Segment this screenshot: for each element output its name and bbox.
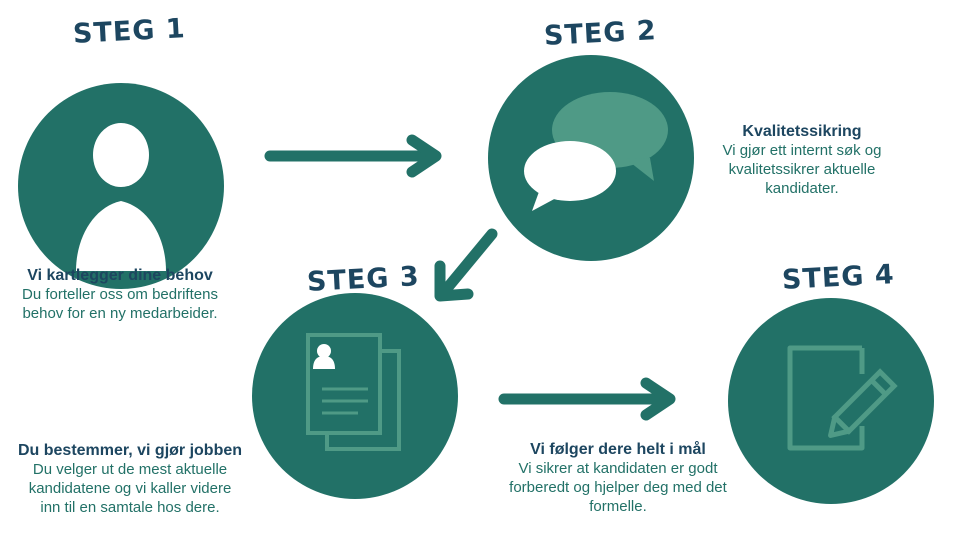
step-4-circle [728,298,934,504]
step-1-circle [18,83,224,289]
step-1-line-2: behov for en ny medarbeider. [22,305,218,322]
step-2-heading: Kvalitetssikring [742,123,862,140]
step-3-line-2: kandidatene og vi kaller videre [28,480,232,497]
step-4-title: STEG 4 [781,259,896,296]
step-4-text: Vi følger dere helt i mål Vi sikrer at k… [496,440,740,516]
arrow-down-left-icon [434,228,498,302]
step-1-text: Vi kartlegger dine behov Du forteller os… [10,266,230,323]
step-3-heading: Du bestemmer, vi gjør jobben [17,442,243,459]
step-4-line-1: Vi sikrer at kandidaten er godt [518,460,718,477]
step-2-line-3: kandidater. [765,180,839,197]
document-pen-icon [787,345,898,451]
step-3-circle [252,293,458,499]
arrow-right-icon [264,134,442,178]
step-4-heading: Vi følger dere helt i mål [530,441,706,458]
step-2-title: STEG 2 [543,15,658,52]
step-4-line-2: forberedt og hjelper deg med det [509,479,727,496]
person-icon [76,123,166,271]
step-2-line-2: kvalitetssikrer aktuelle [728,161,876,178]
step-1-line-1: Du forteller oss om bedriftens [22,286,218,303]
step-3-line-3: inn til en samtale hos dere. [40,499,220,516]
step-3-line-1: Du velger ut de mest aktuelle [32,461,228,478]
step-4-line-3: formelle. [589,498,647,515]
documents-icon [306,333,401,451]
chat-bubbles-icon [524,92,668,211]
arrow-right-icon-2 [498,377,676,421]
step-2-line-1: Vi gjør ett internt søk og [722,142,882,159]
step-1-title: STEG 1 [72,13,187,50]
step-1-heading: Vi kartlegger dine behov [27,267,213,284]
step-2-circle [488,55,694,261]
step-3-text: Du bestemmer, vi gjør jobben Du velger u… [8,441,252,517]
step-2-text: Kvalitetssikring Vi gjør ett internt søk… [712,122,892,198]
